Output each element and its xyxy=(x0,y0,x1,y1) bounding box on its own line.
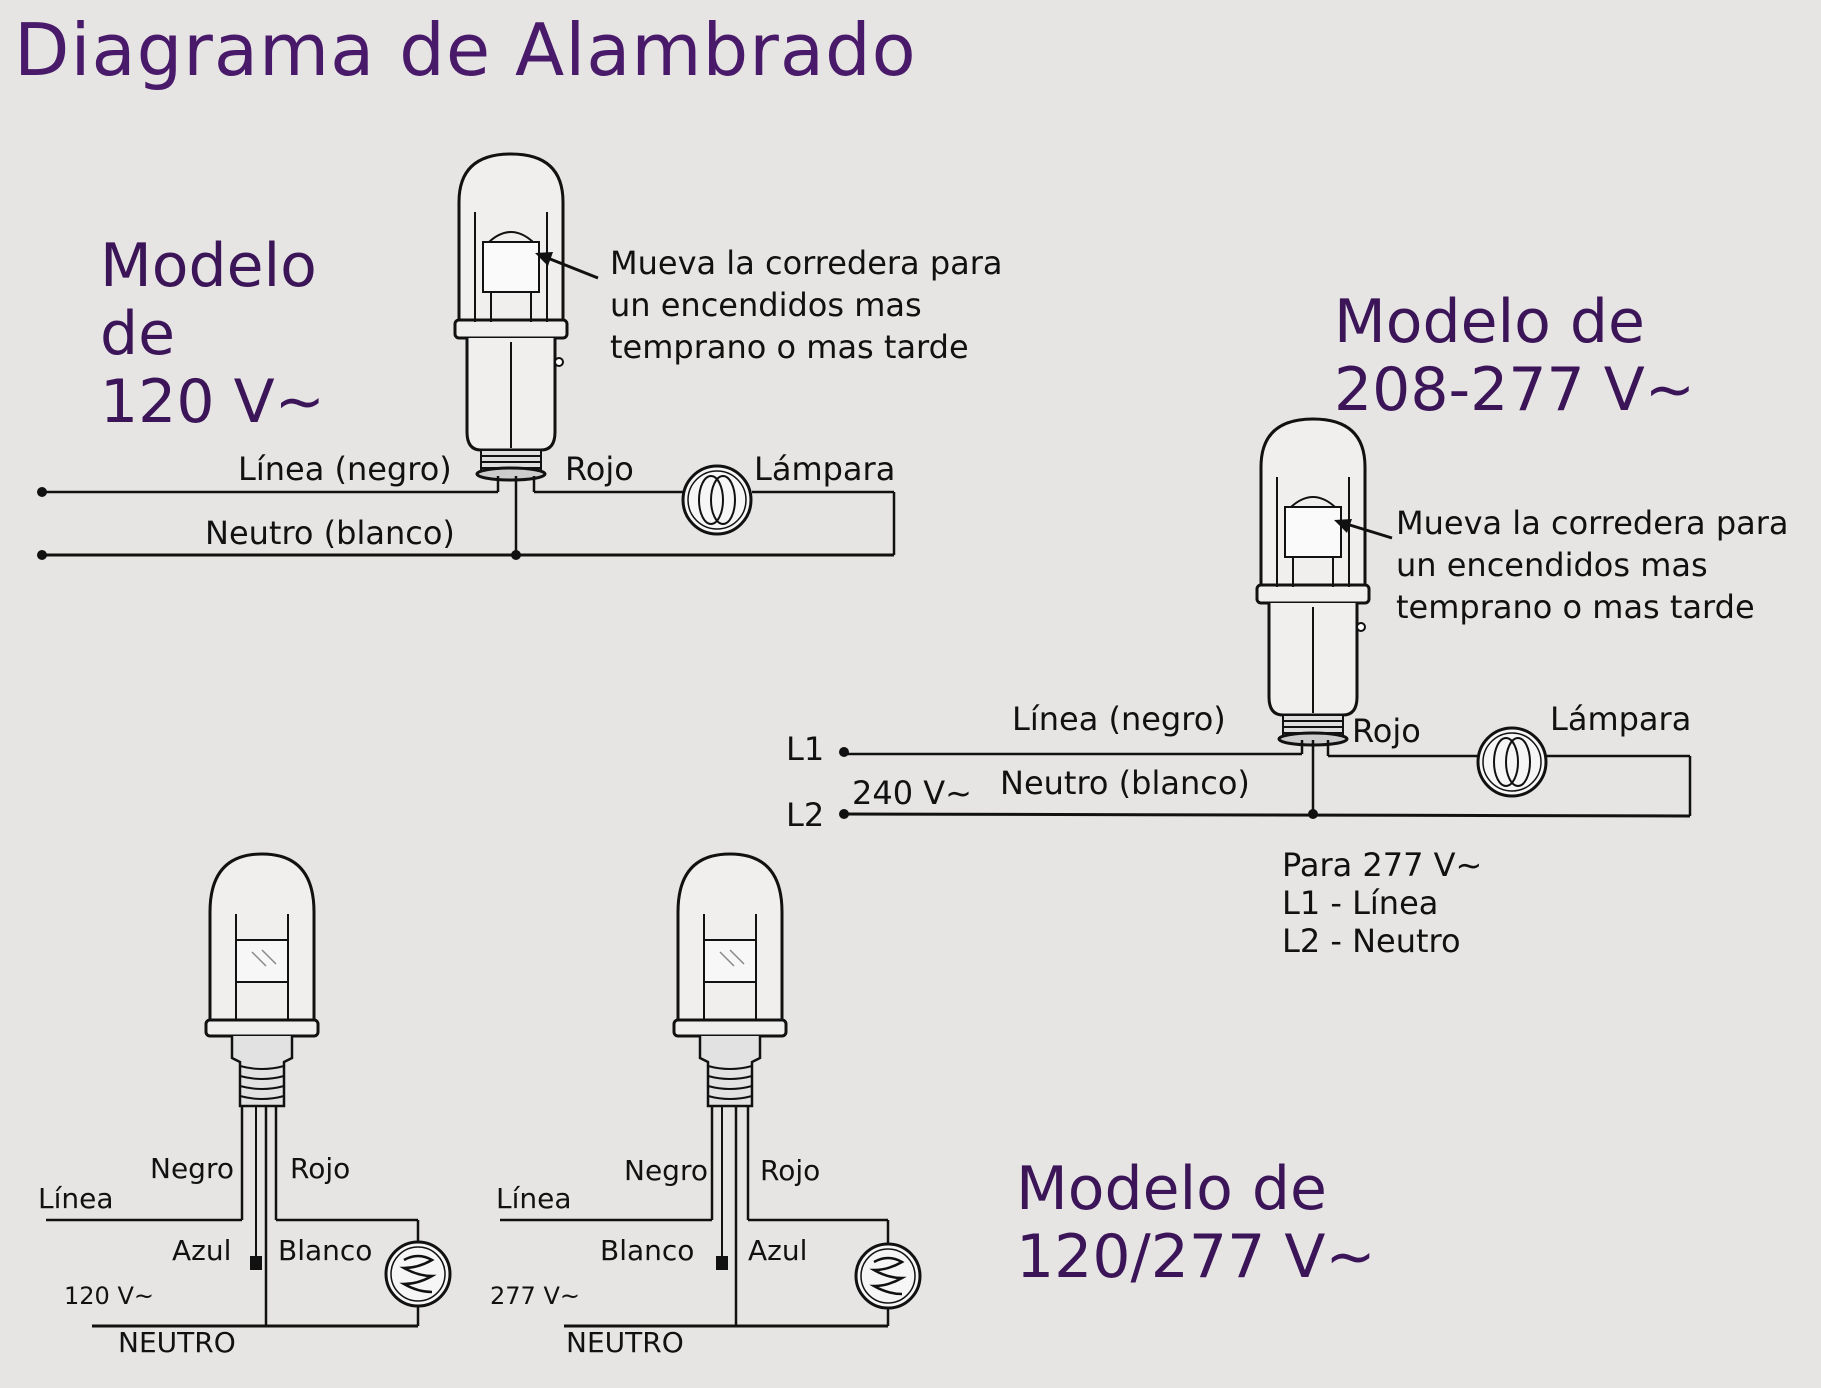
label-rojo: Rojo xyxy=(760,1154,821,1187)
label-azul: Azul xyxy=(172,1234,232,1267)
model-120-277-heading: Modelo de 120/277 V~ xyxy=(1016,1155,1376,1291)
label-neutro: NEUTRO xyxy=(118,1326,236,1359)
label-linea: Línea (negro) xyxy=(1012,700,1226,738)
lamp-icon-bottom-left xyxy=(384,1240,452,1308)
lamp-icon-120 xyxy=(681,464,753,536)
model-208-heading: Modelo de 208-277 V~ xyxy=(1334,288,1695,424)
label-negro: Negro xyxy=(150,1152,234,1185)
label-voltage: 120 V~ xyxy=(64,1282,154,1310)
model-120-line2: 120 V~ xyxy=(100,367,325,436)
slider-note-line: Mueva la corredera para xyxy=(610,244,1003,282)
label-lampara: Lámpara xyxy=(1550,700,1692,738)
label-negro: Negro xyxy=(624,1154,708,1187)
slider-note-line: temprano o mas tarde xyxy=(610,328,969,366)
label-linea: Línea xyxy=(38,1182,114,1215)
label-linea: Línea (negro) xyxy=(238,450,452,488)
model-120-277-line1: Modelo de xyxy=(1016,1154,1327,1224)
slider-note-120: Mueva la corredera para un encendidos ma… xyxy=(610,242,1003,368)
slider-note-line: Mueva la corredera para xyxy=(1396,504,1789,542)
label-l2: L2 xyxy=(786,796,825,834)
slider-note-208: Mueva la corredera para un encendidos ma… xyxy=(1396,502,1789,628)
photocontrol-120 xyxy=(453,152,569,482)
slider-note-line: un encendidos mas xyxy=(1396,546,1708,584)
photocontrol-208 xyxy=(1255,417,1371,747)
slider-note-line: un encendidos mas xyxy=(610,286,922,324)
label-azul: Azul xyxy=(748,1234,808,1267)
model-120-line1: Modelo de xyxy=(100,232,317,369)
label-rojo: Rojo xyxy=(1352,712,1421,750)
label-lampara: Lámpara xyxy=(754,450,896,488)
label-neutro: Neutro (blanco) xyxy=(1000,764,1250,802)
lamp-icon-208 xyxy=(1476,726,1548,798)
note-277-line: L2 - Neutro xyxy=(1282,922,1461,960)
slider-note-line: temprano o mas tarde xyxy=(1396,588,1755,626)
label-rojo: Rojo xyxy=(290,1152,351,1185)
fixture-bottom-left xyxy=(204,852,320,1108)
model-208-line2: 208-277 V~ xyxy=(1334,355,1696,425)
note-277-line: Para 277 V~ xyxy=(1282,846,1483,884)
label-blanco: Blanco xyxy=(600,1234,695,1267)
note-277: Para 277 V~ L1 - Línea L2 - Neutro xyxy=(1282,846,1482,960)
lamp-icon-bottom-right xyxy=(854,1242,922,1310)
label-rojo: Rojo xyxy=(565,450,634,488)
label-neutro: NEUTRO xyxy=(566,1326,684,1359)
label-voltage: 277 V~ xyxy=(490,1282,580,1310)
model-208-line1: Modelo de xyxy=(1334,287,1645,357)
label-neutro: Neutro (blanco) xyxy=(205,514,455,552)
label-blanco: Blanco xyxy=(278,1234,373,1267)
fixture-bottom-right xyxy=(672,852,788,1108)
label-linea: Línea xyxy=(496,1182,572,1215)
note-277-line: L1 - Línea xyxy=(1282,884,1439,922)
label-voltage: 240 V~ xyxy=(852,774,972,812)
model-120-heading: Modelo de 120 V~ xyxy=(100,232,382,436)
label-l1: L1 xyxy=(786,730,825,768)
page-title: Diagrama de Alambrado xyxy=(14,8,917,92)
model-120-277-line2: 120/277 V~ xyxy=(1016,1222,1376,1292)
